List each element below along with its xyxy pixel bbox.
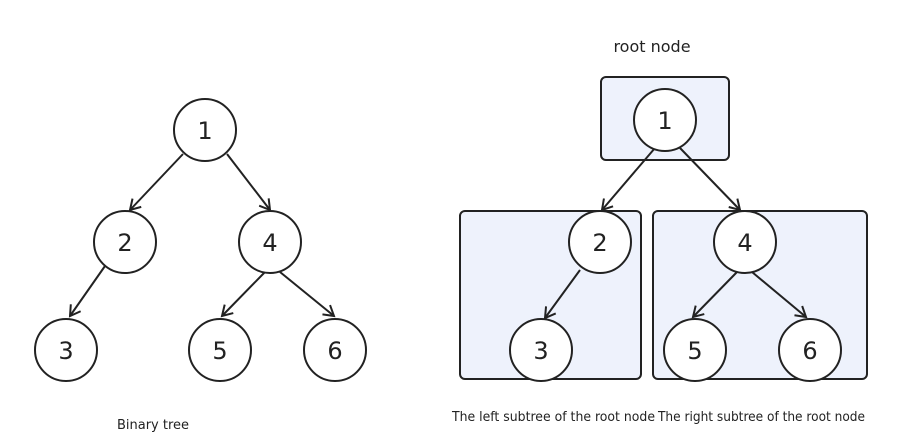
left-subtree-caption: The left subtree of the root node — [451, 410, 655, 425]
tree-node-2: 2 — [93, 210, 157, 274]
tree-node-5: 5 — [663, 318, 727, 382]
tree-node-1: 1 — [173, 98, 237, 162]
edge-1-2 — [600, 147, 656, 212]
edge-4-5 — [220, 271, 266, 318]
right-annotated-tree: root node 1 2 4 3 5 — [451, 37, 868, 425]
node-label: 1 — [197, 117, 212, 145]
tree-node-2: 2 — [568, 210, 632, 274]
edge-2-3 — [68, 265, 106, 318]
node-label: 2 — [592, 229, 607, 257]
right-edges — [543, 147, 808, 320]
edge-4-5 — [691, 271, 738, 319]
binary-tree-caption: Binary tree — [117, 418, 189, 433]
edge-1-2 — [128, 153, 184, 212]
node-label: 6 — [802, 337, 817, 365]
edge-2-3 — [543, 269, 581, 320]
root-node-caption: root node — [613, 37, 690, 56]
tree-node-1: 1 — [633, 88, 697, 152]
edge-4-6 — [279, 271, 336, 318]
tree-node-6: 6 — [778, 318, 842, 382]
edge-1-4 — [679, 147, 742, 212]
node-label: 5 — [687, 337, 702, 365]
node-label: 3 — [533, 337, 548, 365]
tree-node-3: 3 — [509, 318, 573, 382]
left-binary-tree: 1 2 4 3 5 6 Binary tree — [34, 98, 367, 433]
tree-node-4: 4 — [238, 210, 302, 274]
tree-node-5: 5 — [188, 318, 252, 382]
node-label: 5 — [212, 337, 227, 365]
node-label: 2 — [117, 229, 132, 257]
tree-node-4: 4 — [713, 210, 777, 274]
edge-4-6 — [751, 271, 808, 319]
edge-1-4 — [226, 153, 272, 212]
node-label: 3 — [58, 337, 73, 365]
left-edges — [68, 153, 336, 318]
tree-node-3: 3 — [34, 318, 98, 382]
node-label: 4 — [262, 229, 277, 257]
node-label: 1 — [657, 107, 672, 135]
tree-node-6: 6 — [303, 318, 367, 382]
node-label: 4 — [737, 229, 752, 257]
right-subtree-caption: The right subtree of the root node — [657, 410, 865, 425]
node-label: 6 — [327, 337, 342, 365]
